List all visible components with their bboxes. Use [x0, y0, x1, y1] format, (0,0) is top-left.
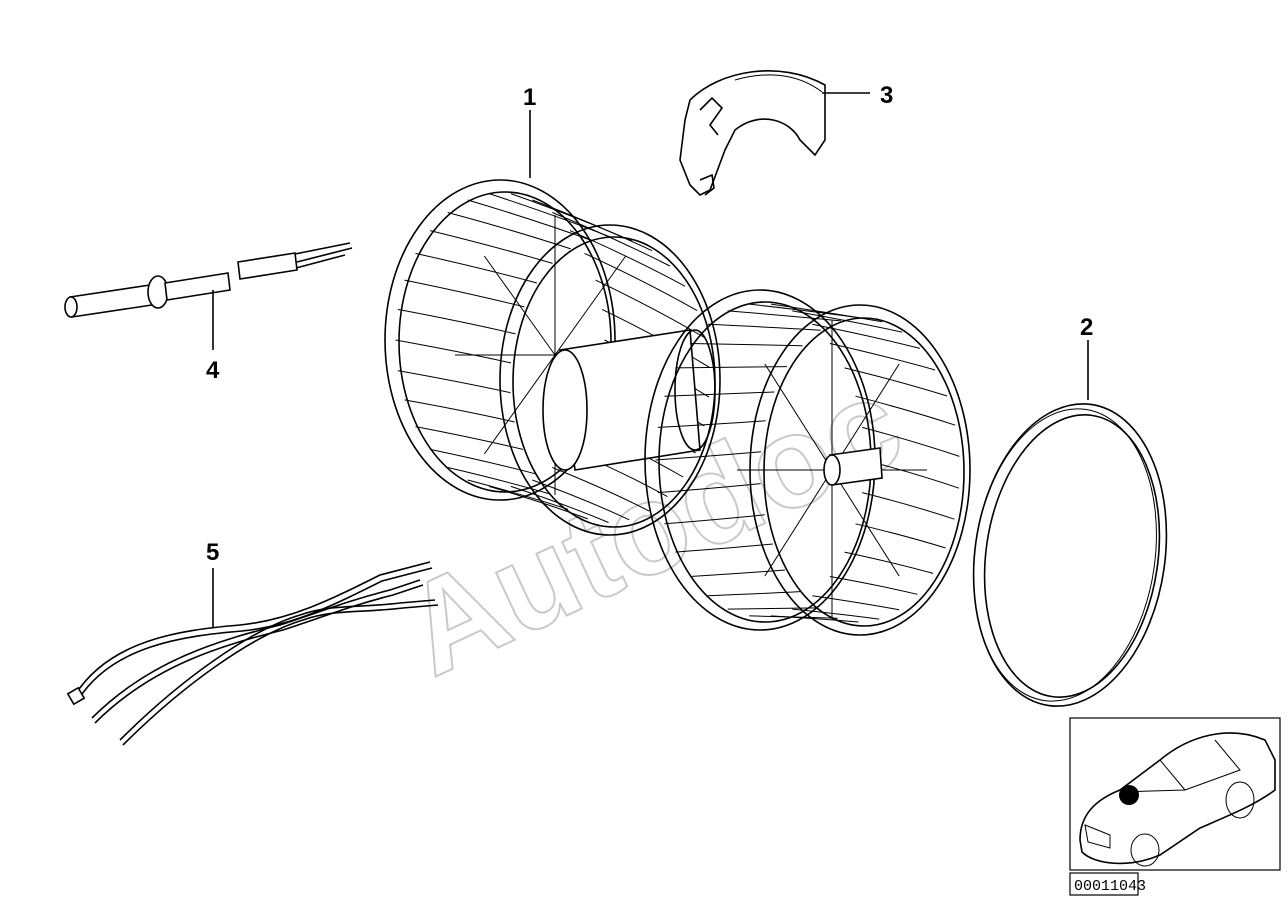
fan-blade — [690, 569, 785, 577]
hub-spoke — [483, 255, 556, 356]
fan-blade — [404, 399, 515, 423]
fan-blade — [707, 591, 801, 597]
fan-blade — [552, 212, 671, 267]
fan-blade — [675, 366, 787, 369]
part-label-3: 3 — [880, 82, 893, 109]
fan-blade — [467, 479, 569, 510]
part-label-4: 4 — [206, 357, 220, 384]
fan-blade — [569, 230, 686, 287]
fan-blade — [862, 492, 955, 520]
fan-blade — [829, 343, 936, 371]
fan-blade — [415, 426, 524, 450]
fan-blade — [552, 467, 650, 512]
part-label-1: 1 — [523, 84, 536, 111]
hub-spoke — [764, 363, 833, 471]
fan-blade — [829, 576, 918, 595]
part-label-2: 2 — [1080, 314, 1093, 341]
fan-blade — [707, 323, 821, 331]
fan-blade — [447, 467, 551, 495]
fan-blade — [727, 310, 841, 322]
fan-blade — [429, 448, 536, 475]
fan-blade — [690, 343, 803, 347]
hub-spoke — [764, 469, 833, 577]
fan-blade — [488, 193, 612, 238]
wiring-harness-icon — [66, 561, 439, 746]
seal-ring-icon — [972, 403, 1168, 707]
fan-blade — [657, 420, 766, 428]
fan-blade — [467, 199, 591, 241]
fan-blade — [844, 367, 948, 397]
fan-blade — [488, 485, 588, 520]
part-label-5: 5 — [206, 539, 219, 566]
fan-blade — [664, 514, 765, 525]
car-location-icon — [1079, 732, 1276, 867]
hub-spoke — [831, 469, 900, 577]
hub-spoke — [554, 255, 627, 356]
reference-number: 00011043 — [1074, 878, 1146, 895]
fan-blade — [657, 483, 761, 494]
fan-blade — [792, 310, 903, 333]
fan-blade — [404, 279, 525, 308]
location-marker-icon — [1119, 785, 1139, 805]
fan-blade — [397, 308, 516, 335]
hub-spoke — [831, 363, 900, 471]
fan-blade — [655, 451, 762, 461]
fan-blade — [532, 479, 630, 521]
fan-blade — [595, 279, 706, 339]
fan-blade — [855, 395, 956, 426]
temperature-sensor-icon — [64, 242, 353, 318]
fan-blade — [510, 485, 609, 523]
fan-blade — [397, 370, 511, 394]
hub-spoke — [483, 354, 556, 455]
blower-motor-icon — [384, 179, 971, 636]
fan-blade — [532, 199, 653, 252]
fan-blade — [584, 252, 698, 312]
fan-blade — [812, 323, 921, 349]
fan-blade — [429, 230, 553, 264]
fan-blade — [812, 595, 900, 611]
clamp-bracket-icon — [679, 70, 826, 196]
car-location-inset: 00011043 — [1069, 717, 1281, 896]
fan-blade — [447, 212, 571, 250]
fan-blade — [415, 252, 538, 284]
fan-blade — [792, 608, 880, 620]
fan-blade — [727, 607, 819, 610]
fan-blade — [395, 339, 512, 364]
leader-lines — [212, 92, 1089, 628]
fan-blade — [664, 391, 775, 397]
fan-blade — [855, 523, 946, 549]
fan-blade — [844, 551, 934, 574]
fan-blade — [770, 303, 883, 323]
fan-blade — [749, 615, 838, 619]
fan-blade — [862, 426, 960, 457]
fan-blade — [675, 543, 773, 553]
